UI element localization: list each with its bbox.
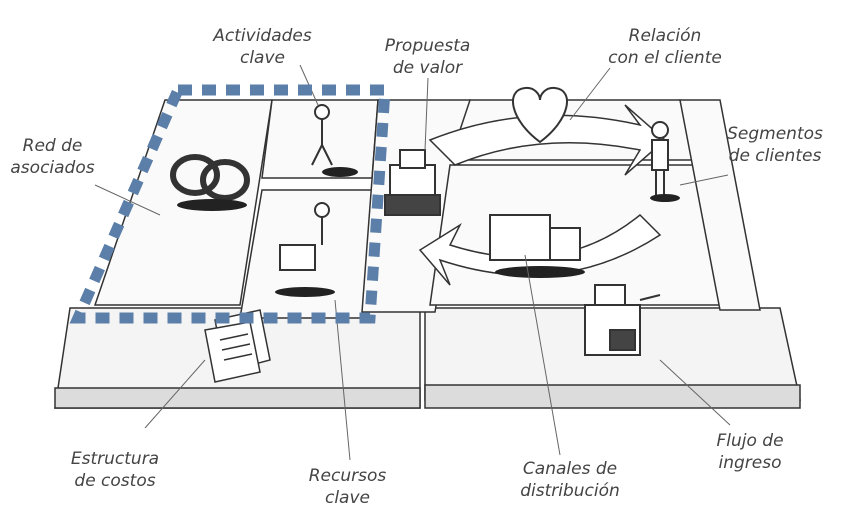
cash-register-icon bbox=[584, 284, 661, 356]
truck-icon bbox=[489, 214, 585, 278]
customer-segments-block bbox=[679, 99, 761, 311]
arrow-bottom bbox=[418, 213, 662, 286]
person-icon bbox=[650, 121, 680, 202]
rings-icon bbox=[170, 154, 250, 211]
gift-boxes-icon bbox=[384, 149, 441, 216]
documents-icon bbox=[204, 309, 271, 383]
heart-icon bbox=[512, 86, 568, 144]
leader-lines bbox=[94, 64, 731, 461]
worker-icon bbox=[311, 104, 358, 177]
highlight-box bbox=[69, 84, 391, 324]
forklift-worker-icon bbox=[275, 202, 335, 297]
